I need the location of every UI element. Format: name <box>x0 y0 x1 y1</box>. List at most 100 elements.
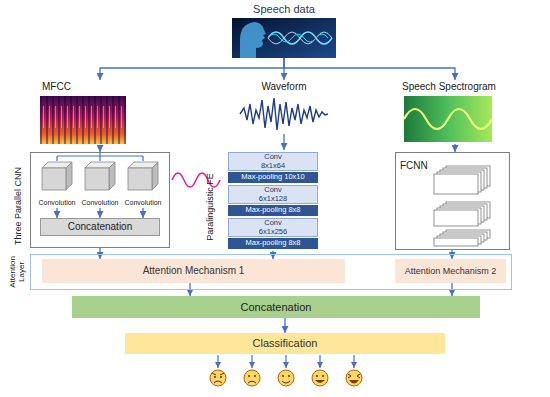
convolution-cube <box>128 162 158 190</box>
face-mouth <box>282 381 290 383</box>
face-disc <box>278 370 294 386</box>
pool-layer: Max-pooling 8x8 <box>228 238 318 249</box>
face-disc <box>312 370 328 386</box>
conv-layer: Conv 6x1x256 <box>228 218 318 237</box>
cube-front <box>85 168 109 190</box>
mfcc-stripes <box>40 96 126 144</box>
node-label: Conv 6x1x128 <box>255 186 291 203</box>
feature-label: Waveform <box>238 80 330 134</box>
face-mouth <box>315 380 325 383</box>
node-label: Concatenation <box>241 301 312 313</box>
node-label: Max-pooling 10x10 <box>241 173 304 181</box>
fcnn-box: FCNN <box>395 152 510 250</box>
speech-picture <box>232 18 336 58</box>
input-label: Speech data <box>226 2 342 58</box>
output-arrow <box>319 355 320 368</box>
branch-line <box>57 152 143 161</box>
waveform-picture <box>240 98 328 130</box>
pool-layer: Max-pooling 10x10 <box>228 172 318 183</box>
node-label: Concatenation <box>68 221 133 232</box>
face-eye <box>254 375 256 377</box>
angry-face <box>210 370 226 386</box>
node-label: Max-pooling 8x8 <box>245 206 300 214</box>
flow-arrow <box>56 208 57 218</box>
extractor-group: Paralinguistic FE Conv 8x1x64Max-pooling … <box>200 150 320 251</box>
face-disc <box>210 370 226 386</box>
smile-face <box>278 370 294 386</box>
fcnn-stack <box>434 166 490 246</box>
node-label: Convolution <box>125 199 162 207</box>
face-eyes <box>348 374 360 378</box>
happy-face <box>312 370 328 386</box>
output-arrow <box>217 355 218 368</box>
cnn-frame: Three Parallel CNNConvolutionConvolution… <box>6 152 170 248</box>
node-label: Conv 6x1x256 <box>255 219 291 236</box>
output-arrow <box>353 355 354 368</box>
face-eye <box>214 376 216 378</box>
concat-bar: Concatenation <box>40 218 160 236</box>
mfcc-picture <box>40 96 126 144</box>
cube-side <box>152 162 158 190</box>
sad-face <box>244 370 260 386</box>
attention-box: Attention Mechanism 2 <box>395 259 506 283</box>
node-label: MFCC <box>42 81 71 92</box>
node-label: Max-pooling 8x8 <box>245 239 300 247</box>
conv-layer: Conv 8x1x64 <box>228 152 318 171</box>
node-label: Conv 8x1x64 <box>255 153 291 170</box>
face-eye <box>220 376 222 378</box>
face-eye <box>282 375 284 377</box>
flow-arrow <box>284 318 285 333</box>
flow-arrow <box>284 58 455 80</box>
flow-arrow <box>100 58 284 80</box>
node-label: Convolution <box>39 199 76 207</box>
cube-front <box>128 168 152 190</box>
node-label: FCNN <box>400 160 428 171</box>
face-eye <box>248 375 250 377</box>
node-label: Convolution <box>82 199 119 207</box>
feature-label: Speech Spectrogram <box>398 80 504 144</box>
head-silhouette <box>240 22 266 58</box>
flow-arrow <box>142 208 143 218</box>
cube-front <box>42 168 66 190</box>
flow-arrow <box>283 134 284 150</box>
convolution-block: Convolution <box>122 160 164 208</box>
concat-bar: Concatenation <box>72 296 480 318</box>
face-disc <box>244 370 260 386</box>
feature-label: MFCC <box>38 80 128 146</box>
node-label: Attention Mechanism 1 <box>143 265 245 276</box>
attention-frame: Attention Layer Attention Mechanism 1 Atte… <box>6 254 512 290</box>
node-label: Attention Mechanism 2 <box>405 266 497 276</box>
convolution-block: Convolution <box>36 160 78 208</box>
node-label: Paralinguistic FE <box>205 173 215 241</box>
face-mouth <box>214 381 222 383</box>
spectrogram-wave <box>404 109 492 129</box>
flow-arrow <box>454 144 455 152</box>
convolution-block: Convolution <box>79 160 121 208</box>
conv-layer: Conv 6x1x128 <box>228 185 318 204</box>
output-arrows <box>218 355 354 368</box>
face-mouth <box>349 380 359 384</box>
node-label: Speech data <box>253 3 315 15</box>
sound-wave <box>268 32 332 44</box>
output-arrow <box>285 355 286 368</box>
convolution-cube <box>42 162 72 190</box>
cube-side <box>109 162 115 190</box>
flow-arrow <box>272 251 273 259</box>
cube-side <box>66 162 72 190</box>
flow-arrow <box>99 208 100 218</box>
sound-wave <box>268 34 328 42</box>
attention-box: Attention Mechanism 1 <box>42 259 345 283</box>
spectrogram-ground <box>404 96 492 142</box>
face-eye <box>322 375 324 377</box>
face-disc <box>346 370 362 386</box>
node-label: Attention Layer <box>9 251 27 293</box>
node-label: Waveform <box>261 81 306 92</box>
face-eye <box>316 375 318 377</box>
spectrogram-picture <box>404 96 492 142</box>
output-arrow <box>251 355 252 368</box>
face-mouth <box>248 381 256 383</box>
sound-wave <box>268 32 332 44</box>
pool-layer: Max-pooling 8x8 <box>228 205 318 216</box>
classifier-bar: Classification <box>125 333 445 354</box>
